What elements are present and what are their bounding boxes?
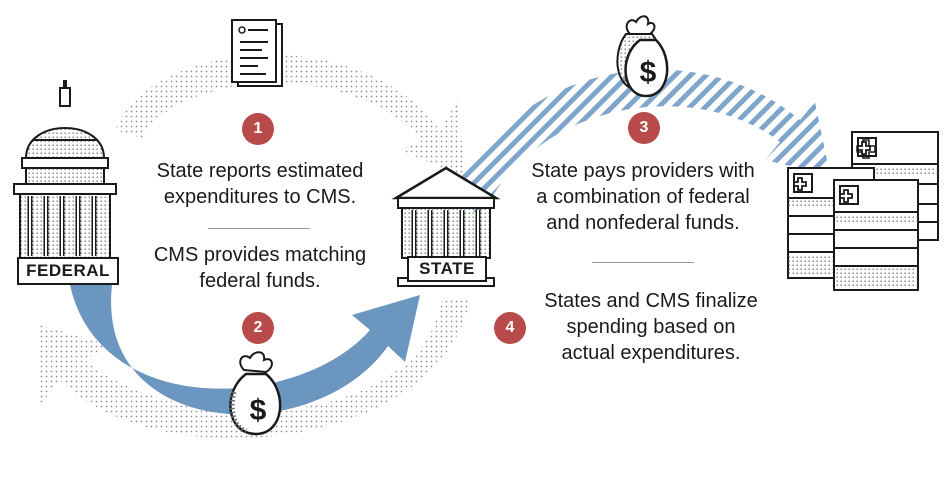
- money-bag-icon: $: [616, 15, 669, 98]
- capitol-building-icon: [13, 80, 117, 259]
- step-1-line: expenditures to CMS.: [163, 186, 357, 208]
- svg-text:$: $: [640, 56, 657, 89]
- step-1-badge: 1: [242, 113, 274, 145]
- step-3-line: State pays providers with: [531, 160, 755, 182]
- step-4-text: States and CMS finalize spending based o…: [516, 288, 786, 366]
- step-1-text: State reports estimated expenditures to …: [130, 158, 390, 210]
- step-4-line: States and CMS finalize: [544, 290, 758, 312]
- federal-to-state-arrow: [70, 285, 420, 415]
- svg-text:$: $: [250, 394, 267, 427]
- federal-label: FEDERAL: [17, 257, 119, 285]
- step-4-line: actual expenditures.: [561, 342, 741, 364]
- money-bag-icon: $: [229, 351, 282, 436]
- state-to-providers-arrow: [448, 69, 830, 215]
- step-4-badge: 4: [494, 312, 526, 344]
- step-3-line: a combination of federal: [536, 186, 750, 208]
- step-2-badge: 2: [242, 312, 274, 344]
- dotted-cycle-arrow-top: [115, 54, 465, 178]
- state-label: STATE: [407, 256, 487, 282]
- step-1-line: State reports estimated: [156, 160, 364, 182]
- step-1-2-divider: [208, 228, 310, 229]
- step-2-line: federal funds.: [199, 270, 321, 292]
- step-3-4-divider: [592, 262, 694, 263]
- step-2-text: CMS provides matching federal funds.: [130, 242, 390, 294]
- step-3-text: State pays providers with a combination …: [508, 158, 778, 236]
- medical-records-icon: [787, 131, 939, 291]
- step-3-badge: 3: [628, 112, 660, 144]
- step-3-line: and nonfederal funds.: [546, 212, 740, 234]
- dotted-cycle-arrow-bottom: [40, 300, 470, 439]
- step-2-line: CMS provides matching: [153, 244, 367, 266]
- document-icon: [231, 19, 283, 87]
- step-4-line: spending based on: [566, 316, 736, 338]
